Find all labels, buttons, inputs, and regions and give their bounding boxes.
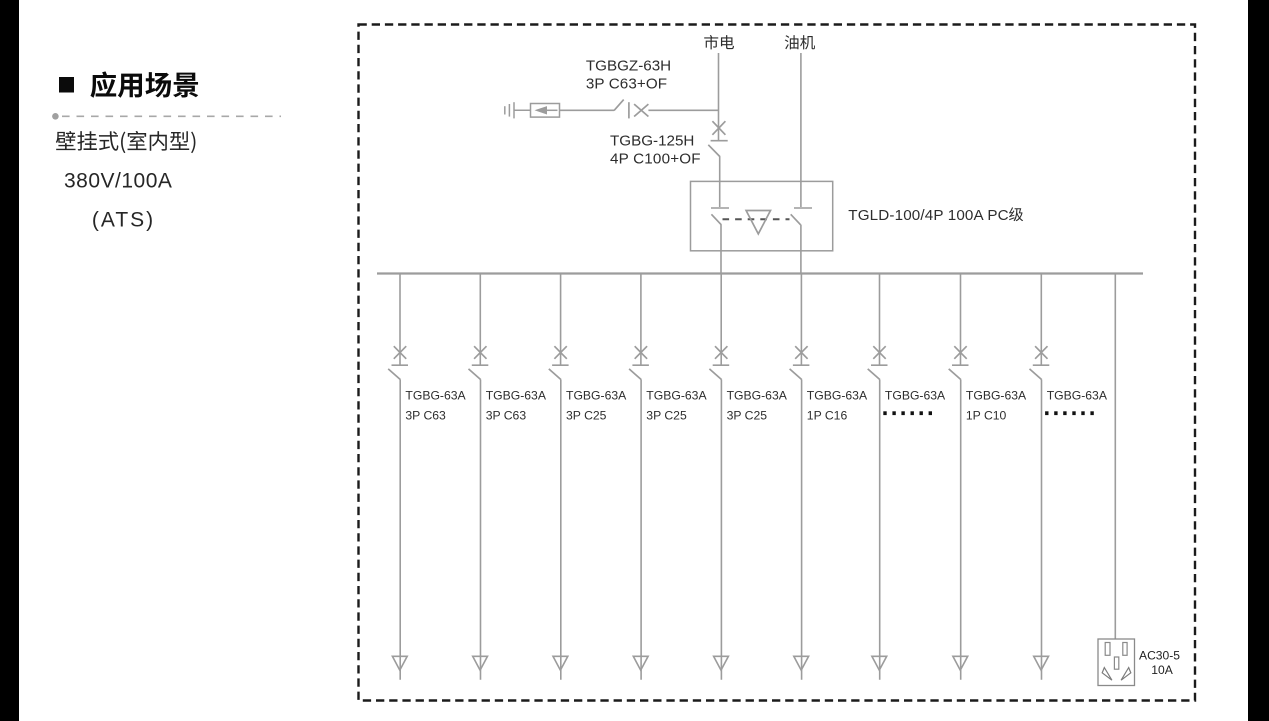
svg-text:TGBGZ-63H: TGBGZ-63H (586, 57, 671, 74)
svg-text:3P C25: 3P C25 (727, 408, 768, 422)
svg-text:4P C100+OF: 4P C100+OF (610, 151, 701, 168)
svg-text:1P C16: 1P C16 (807, 408, 848, 422)
svg-text:TGBG-63A: TGBG-63A (646, 389, 707, 403)
svg-text:TGLD-100/4P 100A PC: TGLD-100/4P 100A PC (848, 207, 1008, 224)
svg-text:(ATS): (ATS) (92, 208, 155, 231)
svg-text:3P C25: 3P C25 (646, 408, 687, 422)
svg-text:TGBG-63A: TGBG-63A (807, 389, 868, 403)
svg-text:3P C63: 3P C63 (486, 408, 527, 422)
svg-text:3P C63+OF: 3P C63+OF (586, 76, 667, 93)
svg-text:10A: 10A (1151, 663, 1173, 677)
svg-text:3P C63: 3P C63 (405, 408, 446, 422)
svg-text:TGBG-63A: TGBG-63A (405, 389, 466, 403)
svg-text:TGBG-63A: TGBG-63A (486, 389, 547, 403)
svg-text:TGBG-63A: TGBG-63A (727, 389, 788, 403)
svg-text:TGBG-63A: TGBG-63A (885, 389, 946, 403)
svg-text:380V/100A: 380V/100A (64, 169, 172, 192)
svg-text:TGBG-63A: TGBG-63A (566, 389, 627, 403)
svg-text:TGBG-63A: TGBG-63A (966, 389, 1027, 403)
svg-text:1P C10: 1P C10 (966, 408, 1007, 422)
svg-text:TGBG-63A: TGBG-63A (1047, 389, 1108, 403)
svg-text:3P C25: 3P C25 (566, 408, 607, 422)
svg-text:TGBG-125H: TGBG-125H (610, 133, 694, 150)
svg-text:AC30-5: AC30-5 (1139, 648, 1180, 662)
